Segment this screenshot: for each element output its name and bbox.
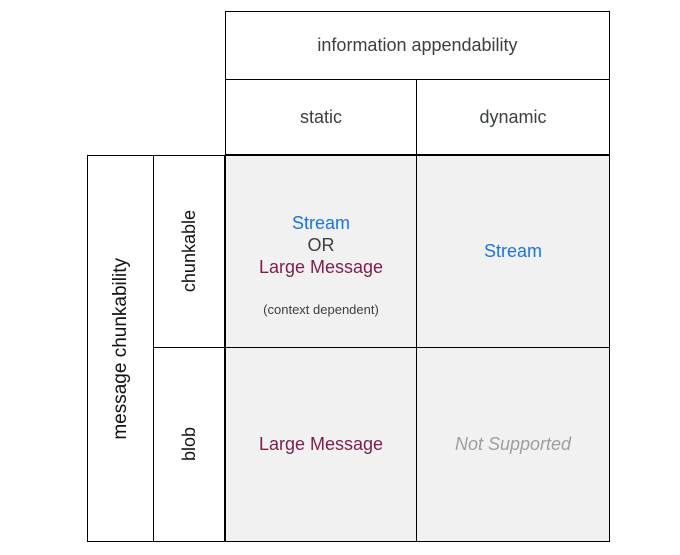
- cell-chunkable-dynamic: Stream: [417, 156, 609, 348]
- context-dependent-note: (context dependent): [263, 301, 379, 317]
- column-axis-title-cell: information appendability: [226, 12, 609, 80]
- row-axis-title: message chunkability: [109, 257, 131, 440]
- not-supported-label: Not Supported: [454, 434, 572, 454]
- or-conjunction-label: OR: [307, 234, 335, 255]
- column-axis-header: information appendability static dynamic: [225, 11, 610, 155]
- row-option-chunkable: chunkable: [154, 156, 224, 348]
- cell-chunkable-static-options: Stream OR Large Message: [259, 212, 383, 278]
- column-option-dynamic: dynamic: [417, 80, 609, 154]
- column-options-row: static dynamic: [226, 80, 609, 154]
- row-options-column: chunkable blob: [154, 156, 224, 541]
- stream-label: Stream: [483, 241, 543, 261]
- stream-option-label: Stream: [291, 212, 350, 233]
- matrix-grid: Stream OR Large Message (context depende…: [225, 155, 610, 542]
- row-option-blob: blob: [154, 348, 224, 541]
- cell-blob-static: Large Message: [226, 348, 417, 541]
- column-option-dynamic-label: dynamic: [479, 106, 547, 127]
- large-message-option-label: Large Message: [258, 256, 384, 277]
- column-option-static: static: [226, 80, 417, 154]
- cell-blob-dynamic: Not Supported: [417, 348, 609, 541]
- row-axis-title-cell: message chunkability: [88, 156, 154, 541]
- column-option-static-label: static: [299, 106, 342, 127]
- row-axis-header: message chunkability chunkable blob: [87, 155, 225, 542]
- row-option-blob-label: blob: [178, 427, 199, 462]
- cell-chunkable-static: Stream OR Large Message (context depende…: [226, 156, 417, 348]
- column-axis-title: information appendability: [317, 35, 518, 55]
- large-message-label: Large Message: [258, 434, 384, 454]
- row-option-chunkable-label: chunkable: [178, 210, 199, 293]
